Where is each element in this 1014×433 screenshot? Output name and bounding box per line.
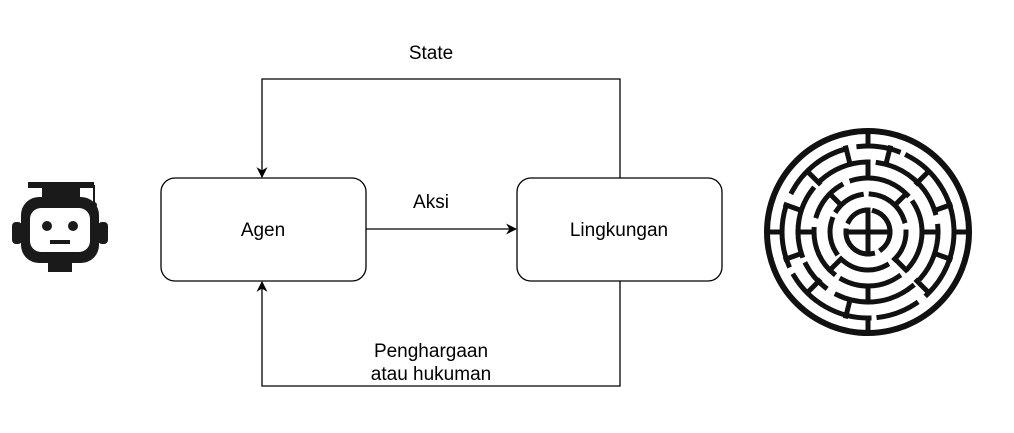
robot-icon <box>12 182 108 272</box>
maze-icon <box>764 128 972 336</box>
action-label: Aksi <box>413 192 449 213</box>
agent-label: Agen <box>241 220 285 241</box>
reward-label-line2: atau hukuman <box>371 364 491 385</box>
state-arrow <box>256 78 621 179</box>
reward-label-line1: Penghargaan <box>374 341 488 362</box>
environment-label: Lingkungan <box>570 220 668 241</box>
reward-arrow <box>256 280 621 387</box>
state-label: State <box>409 43 453 64</box>
